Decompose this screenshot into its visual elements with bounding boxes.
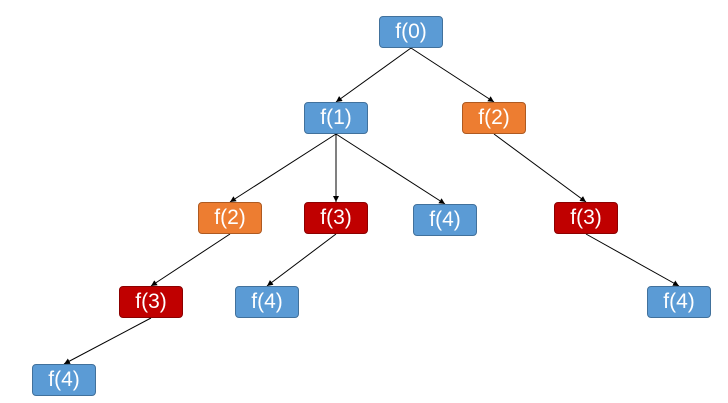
node-f4-from-f3-middle: f(4) bbox=[235, 286, 299, 318]
node-f3-middle: f(3) bbox=[304, 202, 368, 234]
node-f3-left: f(3) bbox=[119, 286, 183, 318]
node-f4-right: f(4) bbox=[647, 286, 711, 318]
node-f4-middle: f(4) bbox=[413, 204, 477, 236]
edge-n0-n2 bbox=[410, 47, 495, 103]
edge-n1-n3 bbox=[229, 133, 337, 203]
edge-n3-n7 bbox=[150, 233, 231, 287]
node-f2-right: f(2) bbox=[462, 102, 526, 134]
edge-n1-n5 bbox=[335, 133, 446, 205]
node-f1: f(1) bbox=[304, 102, 368, 134]
node-f3-right: f(3) bbox=[554, 202, 618, 234]
node-f0: f(0) bbox=[379, 16, 443, 48]
edge-n6-n9 bbox=[585, 233, 680, 287]
edge-n4-n8 bbox=[266, 233, 337, 287]
edge-n2-n6 bbox=[493, 133, 587, 203]
node-f4-bottom-left: f(4) bbox=[32, 364, 96, 396]
edge-n0-n1 bbox=[335, 47, 412, 103]
node-f2-left: f(2) bbox=[198, 202, 262, 234]
edge-n7-n10 bbox=[63, 317, 152, 365]
